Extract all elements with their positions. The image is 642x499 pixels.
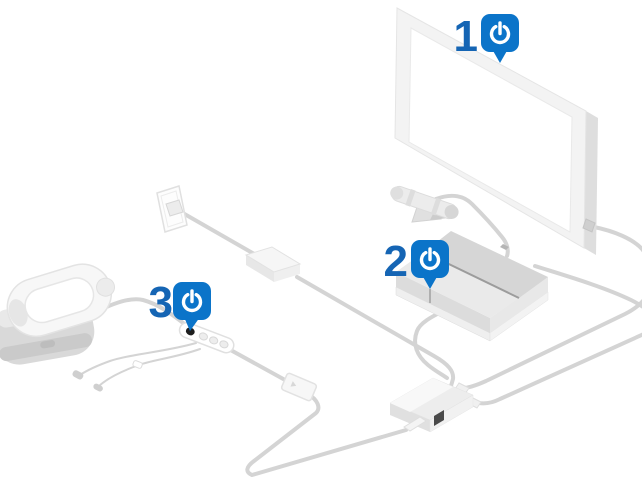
remote-button-2	[198, 332, 208, 341]
playstation-camera	[390, 185, 459, 223]
console-face-right	[490, 277, 548, 333]
tv-hdmi-cable	[461, 225, 642, 390]
power-cable-outlet-to-adapter	[179, 210, 258, 257]
headset-main-cable	[96, 297, 298, 388]
camera-lens-right	[444, 204, 459, 219]
console	[395, 231, 549, 342]
headband-rear-cap	[8, 299, 28, 327]
camera-ring-left	[405, 188, 416, 207]
remote-button-4	[219, 340, 229, 349]
console-top-rear	[424, 231, 548, 298]
console-usb-cable	[413, 308, 449, 380]
remote-button-3	[209, 336, 219, 345]
step-badge-console: 2	[384, 237, 449, 289]
step-badge-headset: 3	[149, 278, 211, 331]
cable-connector	[280, 372, 318, 402]
connector-marker	[290, 381, 297, 387]
earbud-cable-bead	[132, 360, 143, 369]
pu-front-port	[434, 410, 444, 426]
tv-side-face	[584, 111, 598, 255]
camera-ring-right	[430, 197, 442, 216]
earbud-cable-left	[79, 342, 197, 376]
outlet-plate-inner	[160, 190, 184, 228]
pu-headset-plug	[403, 416, 427, 432]
outlet-plug	[165, 199, 184, 217]
headband-inner	[24, 277, 95, 324]
power-icon	[181, 292, 203, 313]
headset-slack-cable	[245, 392, 408, 477]
step-number-3: 3	[149, 278, 173, 327]
adapter-top-face	[244, 246, 302, 273]
wall-outlet	[156, 185, 188, 233]
ac-adapter	[244, 246, 302, 282]
headset-visor-button	[40, 340, 56, 349]
badge-tail	[184, 317, 200, 331]
earbud-tip-left	[72, 370, 84, 380]
console-face-left	[396, 272, 490, 333]
earbuds	[72, 360, 143, 392]
console-hdmi-cable	[477, 264, 642, 406]
inline-remote	[178, 321, 235, 354]
adapter-left-face	[246, 255, 274, 282]
power-icon	[489, 24, 511, 45]
power-cable-adapter-to-processor	[295, 275, 456, 388]
camera-lens-left	[390, 186, 404, 200]
earbud-tip-right	[93, 383, 103, 392]
cables	[79, 193, 642, 477]
step-number-1: 1	[454, 12, 478, 61]
step-badge-tv: 1	[454, 12, 519, 63]
console-logo	[500, 244, 509, 250]
tv	[394, 7, 598, 255]
tv-hdmi-connector	[582, 218, 596, 233]
tv-screen	[408, 27, 573, 233]
pu-top-gloss	[390, 378, 453, 412]
console-lower-band-right	[489, 291, 549, 342]
badge-tail	[422, 275, 438, 289]
remote-power-button	[185, 327, 195, 336]
power-icon	[419, 250, 441, 271]
earbud-cable-right	[97, 348, 201, 388]
step-number-2: 2	[384, 237, 408, 286]
badge-tail	[492, 49, 508, 63]
adapter-right-face	[274, 264, 300, 282]
headband-front-pad	[96, 277, 116, 297]
connector-body	[280, 372, 318, 402]
processor-unit	[389, 377, 482, 433]
vr-headset	[0, 263, 116, 365]
